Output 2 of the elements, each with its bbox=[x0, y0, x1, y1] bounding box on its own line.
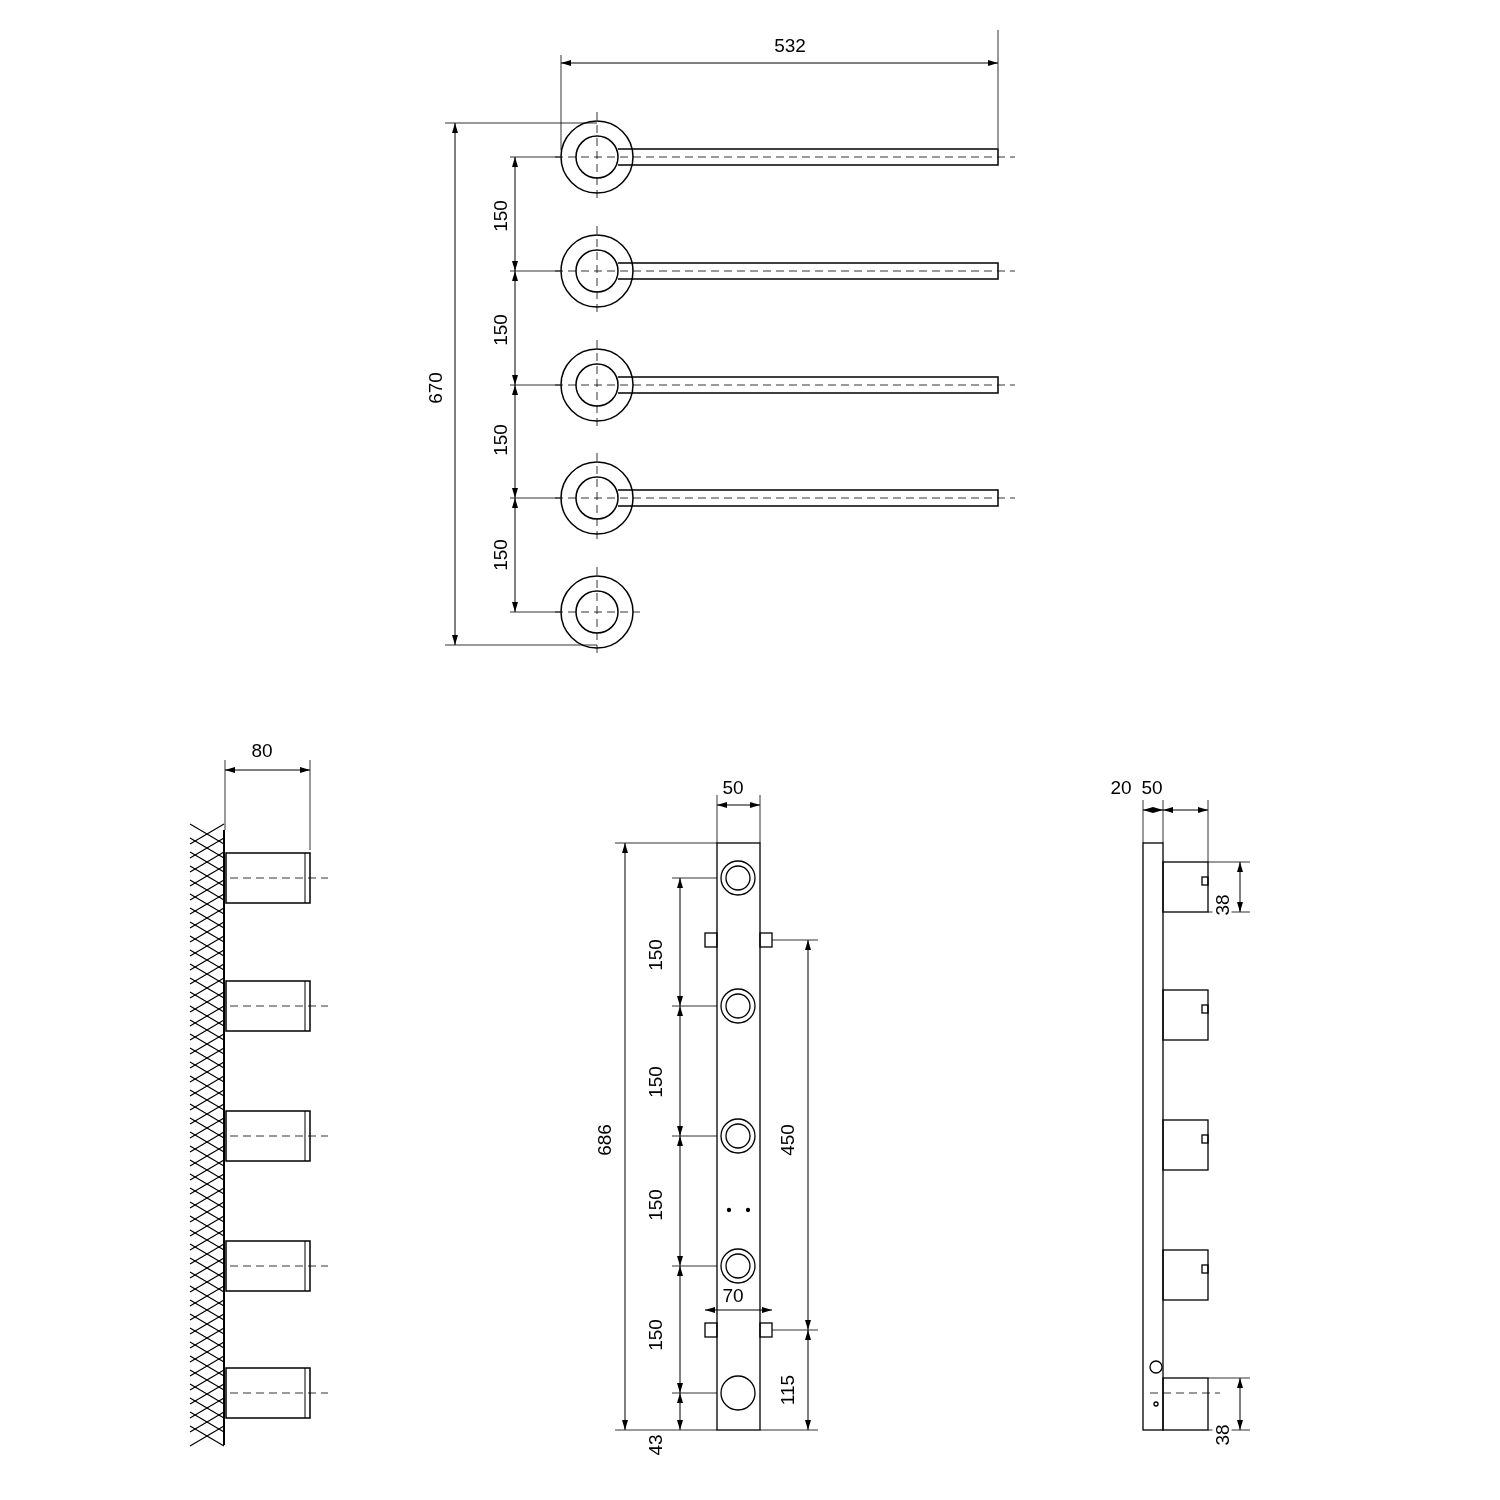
dimension-label: 38 bbox=[1212, 894, 1232, 916]
dimension-label: 38 bbox=[1212, 1424, 1232, 1446]
